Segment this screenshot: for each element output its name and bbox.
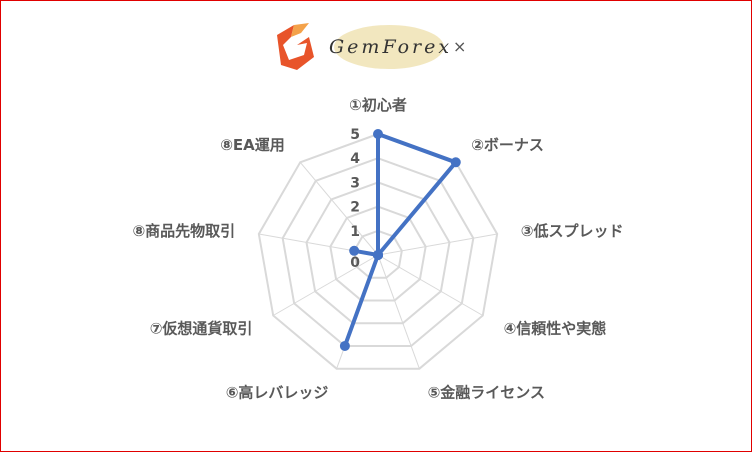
data-point xyxy=(450,157,461,168)
tick-label: 2 xyxy=(350,200,360,216)
logo-mark-highlight xyxy=(291,23,309,37)
axis-label: ③低スプレッド xyxy=(521,222,624,240)
globe-graphic xyxy=(334,25,444,69)
grid-spoke xyxy=(272,254,379,316)
data-point xyxy=(373,129,383,139)
logo-text: GemForex xyxy=(329,36,452,58)
axis-label: ⑥高レバレッジ xyxy=(226,383,329,401)
axis-label: ⑧EA運用 xyxy=(220,136,285,154)
axis-label: ⑦仮想通貨取引 xyxy=(150,320,253,338)
axis-label: ④信頼性や実態 xyxy=(504,320,607,338)
grid-spoke xyxy=(377,254,420,369)
logo-mark-icon xyxy=(277,25,314,70)
grid-ring-5 xyxy=(257,132,499,370)
axis-label: ①初心者 xyxy=(349,96,407,114)
grid-ring-1 xyxy=(353,229,403,279)
data-point xyxy=(339,340,350,351)
axis-label: ②ボーナス xyxy=(471,136,544,154)
grid-ring-3 xyxy=(305,181,451,325)
tick-label: 4 xyxy=(350,151,360,167)
gemforex-logo: GemForex × xyxy=(277,23,466,70)
grid-ring-2 xyxy=(329,205,427,302)
grid-spoke xyxy=(377,233,498,256)
tick-label: 5 xyxy=(350,127,360,143)
grid-spoke xyxy=(377,254,484,316)
tick-label: 3 xyxy=(350,175,360,191)
data-point xyxy=(349,245,360,256)
logo-suffix: × xyxy=(453,37,466,56)
axis-label: ⑧商品先物取引 xyxy=(132,222,235,240)
grid-spoke xyxy=(299,161,379,256)
grid-ring-4 xyxy=(281,157,475,347)
tick-label: 0 xyxy=(350,255,360,271)
tick-label: 1 xyxy=(350,224,360,240)
axis-label: ⑤金融ライセンス xyxy=(428,383,545,401)
data-point xyxy=(373,250,383,260)
